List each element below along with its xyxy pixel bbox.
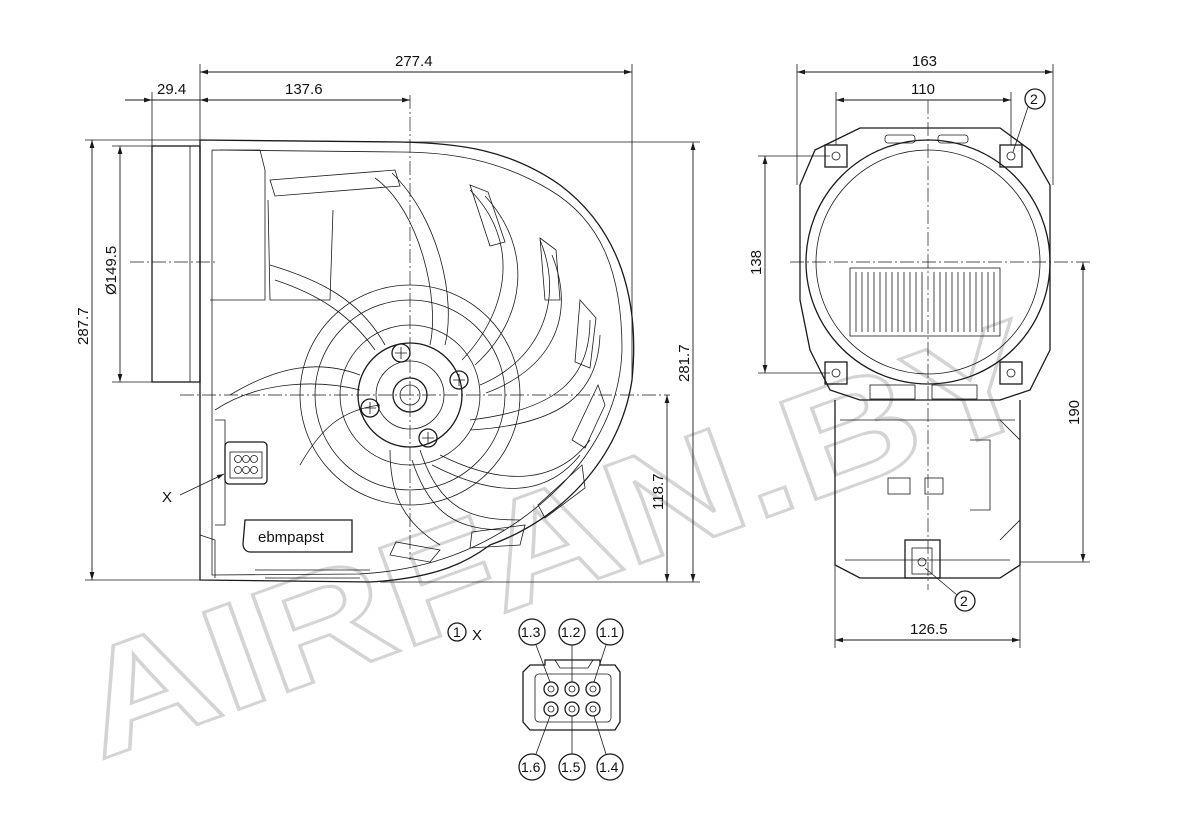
dim-to-axis: 137.6 bbox=[285, 81, 323, 98]
connector-body bbox=[522, 659, 621, 731]
side-impeller-grill bbox=[849, 267, 1001, 337]
watermark: AIRFAN.BY bbox=[52, 285, 1062, 791]
pin-label-1-4: 1.4 bbox=[599, 759, 619, 775]
dim-inlet-diameter: Ø149.5 bbox=[103, 246, 120, 295]
connector-marker: X bbox=[162, 489, 172, 506]
blade-tips bbox=[389, 184, 606, 563]
pin-label-1-2: 1.2 bbox=[561, 624, 581, 640]
detail-x-label: X bbox=[472, 627, 482, 644]
ref-circle-bottom-label: 2 bbox=[960, 593, 968, 609]
front-view: ebmpapst 277.4 29.4 137.6 287.7 Ø149.5 bbox=[75, 53, 700, 583]
inlet-ring bbox=[151, 145, 201, 383]
motor-screws bbox=[360, 343, 469, 448]
dim-inlet-depth: 29.4 bbox=[157, 81, 186, 98]
connector-x-housing bbox=[215, 419, 268, 526]
dim-axis-height: 118.7 bbox=[650, 474, 667, 510]
ref-circle-top bbox=[1024, 88, 1046, 110]
dim-right-height: 281.7 bbox=[676, 344, 693, 382]
side-view: 163 110 138 190 126.5 2 2 bbox=[748, 53, 1090, 648]
pin-label-1-5: 1.5 bbox=[561, 759, 581, 775]
brand-plate: ebmpapst bbox=[242, 519, 353, 553]
dim-hole-spacing: 110 bbox=[911, 81, 935, 98]
side-upper-housing bbox=[799, 127, 1051, 401]
connector-detail: 1 X 1.3 1.2 1.1 1.6 1.5 1.4 bbox=[447, 618, 624, 781]
ref-circle-bottom bbox=[954, 590, 976, 612]
pin-label-1-3: 1.3 bbox=[521, 624, 541, 640]
detail-number: 1 bbox=[453, 624, 461, 640]
dim-side-height: 190 bbox=[1066, 400, 1083, 425]
dim-overall-height: 287.7 bbox=[75, 307, 92, 345]
brand-logo: ebmpapst bbox=[258, 529, 325, 546]
watermark-text: AIRFAN.BY bbox=[53, 287, 1060, 790]
detail-number-circle bbox=[447, 622, 467, 642]
impeller-blades bbox=[214, 172, 601, 546]
ref-circle-top-label: 2 bbox=[1030, 91, 1038, 107]
connector-pins bbox=[543, 681, 601, 717]
dim-side-width: 163 bbox=[912, 53, 937, 70]
dim-base-width: 126.5 bbox=[910, 621, 948, 638]
dim-total-width: 277.4 bbox=[395, 53, 433, 70]
dim-side-hole-height: 138 bbox=[748, 250, 765, 275]
pin-label-1-6: 1.6 bbox=[521, 759, 541, 775]
pin-label-1-1: 1.1 bbox=[599, 624, 619, 640]
